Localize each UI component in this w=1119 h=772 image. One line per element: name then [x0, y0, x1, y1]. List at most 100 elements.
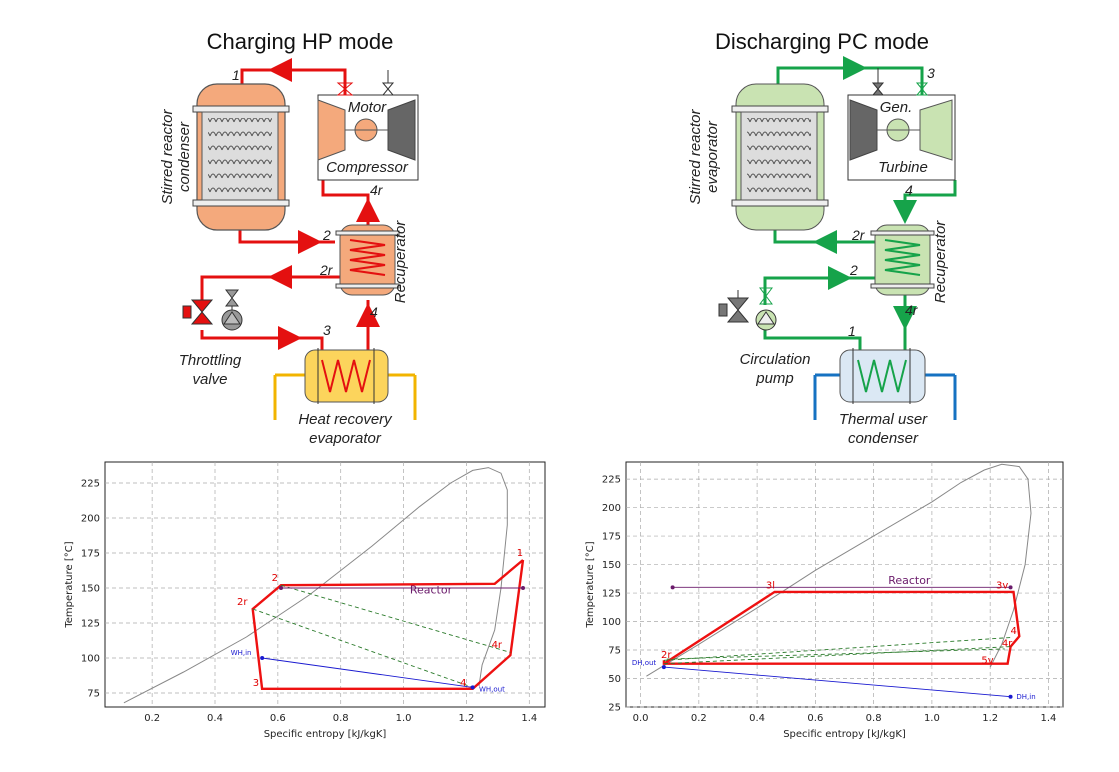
hp-throttling-valve-icon: [182, 299, 214, 325]
left-xtick-label: 0.4: [207, 713, 223, 724]
right-xaxis-label: Specific entropy [kJ/kgK]: [783, 729, 906, 740]
right-series-saturation: [646, 463, 1032, 677]
hp-pump-icon: [221, 289, 243, 331]
left-ytick-label: 200: [81, 514, 100, 525]
hp-point-1: 1: [232, 67, 240, 83]
hp-point-2r: 2r: [319, 262, 334, 278]
right-ytick-label: 125: [602, 589, 621, 600]
pc-recuperator: [870, 224, 935, 296]
right-xtick-label: 0.6: [807, 713, 823, 724]
hp-condenser-label: Stirred reactorcondenser: [159, 108, 193, 204]
pc-point-2: 2: [849, 262, 858, 278]
right-yaxis-label: Temperature [°C]: [585, 541, 596, 628]
right-annotation: 5v: [981, 656, 993, 667]
right-xtick-label: 1.4: [1040, 713, 1056, 724]
left-annotation: 4r: [492, 640, 503, 651]
right-xtick-label: 0.0: [633, 713, 649, 724]
left-xtick-label: 0.8: [333, 713, 349, 724]
left-series-recuperator-2: [252, 608, 473, 688]
left-annotation: 2r: [237, 597, 248, 608]
left-ytick-label: 125: [81, 619, 100, 630]
left-xtick-label: 0.6: [270, 713, 286, 724]
left-xtick-label: 1.0: [396, 713, 412, 724]
hp-compressor-label: Compressor: [326, 159, 409, 176]
right-annotation: 3v: [996, 580, 1008, 591]
right-annotation: 3l: [766, 580, 775, 591]
right-ytick-label: 50: [608, 674, 621, 685]
pc-turbine: [847, 82, 956, 181]
hp-condenser-vessel: [192, 83, 290, 231]
hp-schematic: Motor Compressor: [159, 58, 419, 447]
right-annotation: 2r: [661, 650, 672, 661]
right-title: Discharging PC mode: [715, 29, 929, 54]
pc-point-4r: 4r: [905, 302, 919, 318]
left-annotation: 4: [460, 678, 466, 689]
right-point-DH: [1008, 694, 1013, 699]
right-annotation: 4r: [1002, 639, 1013, 650]
right-xtick-label: 0.4: [749, 713, 765, 724]
pc-point-3: 3: [927, 65, 935, 81]
right-ytick-label: 100: [602, 617, 621, 628]
left-point-WH: [260, 656, 265, 660]
right-series-cycle: [662, 590, 1021, 665]
left-xtick-label: 0.2: [144, 713, 160, 724]
left-ytick-label: 100: [81, 654, 100, 665]
left-yaxis-label: Temperature [°C]: [64, 541, 75, 628]
hp-motor-label: Motor: [348, 99, 387, 116]
left-ytick-label: 75: [87, 689, 100, 700]
right-series-recuperator-2: [663, 646, 1011, 665]
right-ytick-label: 150: [602, 560, 621, 571]
pc-recuperator-label: Recuperator: [932, 220, 949, 304]
pc-point-2r: 2r: [851, 227, 866, 243]
left-annotation: WH,in: [231, 649, 252, 657]
pc-pump-icon: [755, 287, 777, 331]
left-series-cycle: [251, 559, 525, 690]
hp-recuperator: [335, 224, 400, 296]
left-point-Reactor: [279, 586, 283, 590]
left-annotation: WH,out: [479, 686, 505, 694]
hp-evaporator-vessel: [273, 348, 417, 420]
right-series-recuperator-1: [663, 637, 1011, 661]
right-ytick-label: 25: [608, 703, 621, 714]
left-annotation: Reactor: [410, 584, 453, 597]
hp-compressor: [317, 82, 419, 181]
left-annotation: 3: [253, 678, 259, 689]
hp-point-4: 4: [370, 304, 378, 320]
pc-valve-icon: [718, 297, 750, 323]
left-xtick-label: 1.4: [521, 713, 537, 724]
hp-recuperator-label: Recuperator: [392, 220, 409, 304]
right-xtick-label: 1.2: [982, 713, 998, 724]
hp-point-2: 2: [322, 227, 331, 243]
pc-turbine-label: Turbine: [878, 159, 928, 176]
left-xtick-label: 1.2: [458, 713, 474, 724]
left-ytick-label: 150: [81, 584, 100, 595]
pc-evaporator-label: Stirred reactorevaporator: [687, 108, 721, 204]
right-point-Reactor: [1008, 585, 1013, 590]
left-point-WH: [470, 685, 475, 690]
right-xtick-label: 0.2: [691, 713, 707, 724]
right-xtick-label: 1.0: [924, 713, 940, 724]
pc-point-1: 1: [848, 323, 856, 339]
right-annotation: DH,out: [632, 659, 657, 667]
right-ytick-label: 225: [602, 475, 621, 486]
right-ytick-label: 175: [602, 532, 621, 543]
right-ytick-label: 200: [602, 503, 621, 514]
pc-condenser-vessel: [813, 348, 957, 420]
pc-generator-label: Gen.: [880, 99, 913, 116]
right-annotation: Reactor: [888, 574, 931, 587]
hp-point-3: 3: [323, 322, 331, 338]
left-point-Reactor: [521, 586, 525, 590]
right-annotation: DH,in: [1016, 693, 1035, 701]
right-series-recuperator-3: [666, 648, 1005, 660]
right-point-Reactor: [670, 585, 675, 590]
left-title: Charging HP mode: [207, 29, 394, 54]
left-series-WH: [262, 657, 473, 688]
left-annotation: 1: [517, 548, 523, 559]
